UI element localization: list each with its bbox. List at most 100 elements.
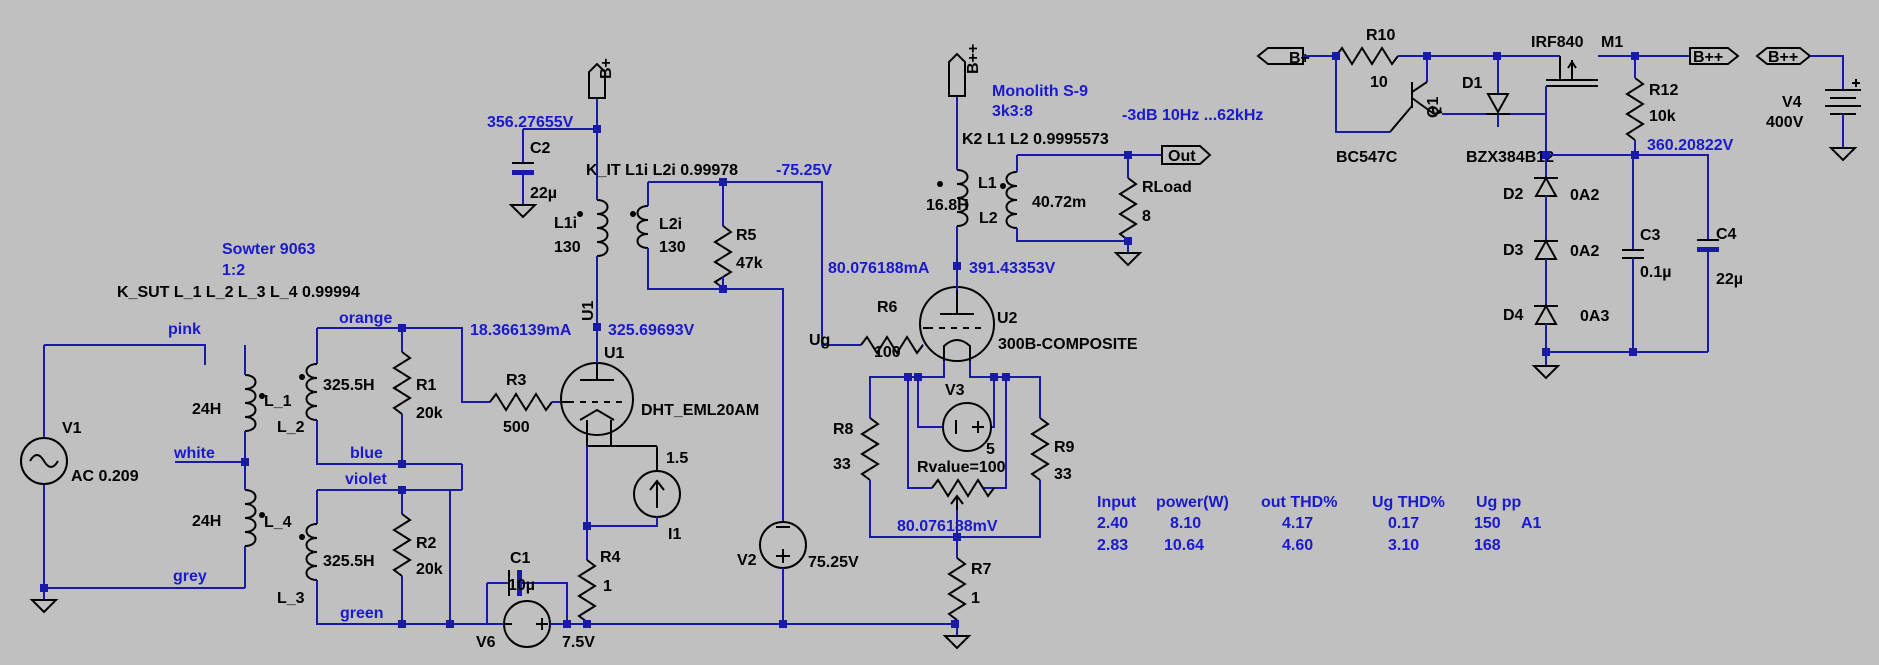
c1-value: 10µ xyxy=(508,577,535,594)
k-it-coupling: K_IT L1i L2i 0.99978 xyxy=(586,162,738,179)
r5-value: 47k xyxy=(736,255,763,272)
u2-label: U2 xyxy=(997,310,1018,327)
monolith-ratio: 3k3:8 xyxy=(992,103,1033,120)
l2-output-secondary[interactable] xyxy=(1005,154,1130,242)
d3-label: D3 xyxy=(1503,242,1524,259)
c1-capacitor[interactable] xyxy=(486,570,568,624)
probe-i-u1: 18.366139mA xyxy=(470,322,572,339)
r7-value: 1 xyxy=(971,590,980,607)
bplusplus-port-psu-text: B++ xyxy=(1693,49,1723,66)
r1-resistor[interactable] xyxy=(392,324,490,468)
d1-label: D1 xyxy=(1462,75,1483,92)
bplusplus-port-psu: B++ xyxy=(1635,47,1740,66)
v2-source[interactable] xyxy=(759,521,807,624)
c4-label: C4 xyxy=(1716,226,1737,243)
table-cell: 4.17 xyxy=(1282,515,1313,532)
table-header-ug-thd: Ug THD% xyxy=(1372,494,1445,511)
i1-label: I1 xyxy=(668,526,681,543)
v3-source[interactable] xyxy=(942,402,992,452)
l1-label: L_1 xyxy=(264,393,292,410)
r8-resistor[interactable] xyxy=(860,417,957,538)
r12-label: R12 xyxy=(1649,82,1678,99)
l2-value: 325.5H xyxy=(323,377,375,394)
l1i-label: L1i xyxy=(554,215,577,232)
table-cell: 8.10 xyxy=(1170,515,1201,532)
r3-label: R3 xyxy=(506,372,527,389)
monolith-name: Monolith S-9 xyxy=(992,83,1088,100)
l1-out-value: 16.8H xyxy=(926,197,969,214)
r1-label: R1 xyxy=(416,377,437,394)
table-cell: 2.40 xyxy=(1097,515,1128,532)
d4-label: D4 xyxy=(1503,307,1524,324)
c3-value: 0.1µ xyxy=(1640,264,1671,281)
d2-value: 0A2 xyxy=(1570,187,1599,204)
v1-source[interactable] xyxy=(20,344,245,614)
l2i-value: 130 xyxy=(659,239,686,256)
probe-bplus-u1: 356.27655V xyxy=(487,114,574,131)
wire-white: white xyxy=(173,445,215,462)
bplusplus-flag-u2: B++ xyxy=(948,44,982,97)
probe-v-r7: 80.076188mV xyxy=(897,518,998,535)
v3-value: 5 xyxy=(986,441,995,458)
table-header-input: Input xyxy=(1097,494,1137,511)
table-cell: 3.10 xyxy=(1388,537,1419,554)
c4-capacitor[interactable] xyxy=(1697,239,1719,352)
d1-zener[interactable] xyxy=(1486,56,1510,127)
probe-v-u1-anode: 325.69693V xyxy=(608,322,695,339)
q1-transistor[interactable] xyxy=(1389,56,1547,160)
sowter-name: Sowter 9063 xyxy=(222,241,315,258)
table-cell: 150 xyxy=(1474,515,1501,532)
l2-inductor[interactable] xyxy=(305,327,403,465)
r4-resistor[interactable] xyxy=(577,446,597,628)
out-port[interactable]: Out xyxy=(1129,145,1212,165)
m1-mosfet[interactable] xyxy=(1498,55,1635,160)
l1i-value: 130 xyxy=(554,239,581,256)
v2-label: V2 xyxy=(737,552,757,569)
rpot-value: Rvalue=100 xyxy=(917,459,1006,476)
r9-resistor[interactable] xyxy=(957,417,1050,538)
v4-battery[interactable]: B++ xyxy=(1755,47,1861,162)
rload-value: 8 xyxy=(1142,208,1151,225)
r12-value: 10k xyxy=(1649,108,1676,125)
interstage-bias: -75.25V xyxy=(776,162,832,179)
zener-stack[interactable] xyxy=(1531,160,1708,380)
l1-output-primary[interactable] xyxy=(953,96,969,290)
l1i-inductor[interactable] xyxy=(593,98,609,363)
r8-label: R8 xyxy=(833,421,854,438)
l2i-inductor[interactable] xyxy=(636,181,724,290)
probe-i-u2: 80.076188mA xyxy=(828,260,930,277)
r8-value: 33 xyxy=(833,456,851,473)
c2-value: 22µ xyxy=(530,185,557,202)
table-header-out-thd: out THD% xyxy=(1261,494,1337,511)
rload-resistor[interactable] xyxy=(1113,155,1143,267)
bplus-port-psu: B+ xyxy=(1256,47,1310,67)
rvalue-potentiometer[interactable] xyxy=(931,478,995,510)
d1-model: BZX384B12 xyxy=(1466,149,1554,166)
v4-label: V4 xyxy=(1782,94,1802,111)
wire-orange: orange xyxy=(339,310,392,327)
table-header-power: power(W) xyxy=(1156,494,1229,511)
v6-source[interactable] xyxy=(503,600,551,648)
l3-label: L_3 xyxy=(277,590,305,607)
u2-triode[interactable] xyxy=(919,286,995,362)
table-header-ug-pp: Ug pp xyxy=(1476,494,1522,511)
v6-label: V6 xyxy=(476,634,496,651)
r5-resistor[interactable] xyxy=(713,178,861,522)
l2-out-value: 40.72m xyxy=(1032,194,1086,211)
i1-value: 1.5 xyxy=(666,450,688,467)
c2-capacitor[interactable] xyxy=(508,128,597,219)
r7-resistor[interactable] xyxy=(942,510,972,650)
r6-resistor[interactable] xyxy=(860,335,924,355)
table-cell: 168 xyxy=(1474,537,1501,554)
l1-inductor[interactable] xyxy=(175,345,257,588)
wire-blue: blue xyxy=(350,445,383,462)
r3-resistor[interactable] xyxy=(489,392,562,412)
m1-label: M1 xyxy=(1601,34,1623,51)
table-cell: 0.17 xyxy=(1388,515,1419,532)
c3-capacitor[interactable] xyxy=(1622,155,1644,352)
r3-value: 500 xyxy=(503,419,530,436)
c3-label: C3 xyxy=(1640,227,1661,244)
bplus-flag-u1: B+ xyxy=(588,58,615,99)
v3-label: V3 xyxy=(945,382,965,399)
u1-model: DHT_EML20AM xyxy=(641,402,759,419)
